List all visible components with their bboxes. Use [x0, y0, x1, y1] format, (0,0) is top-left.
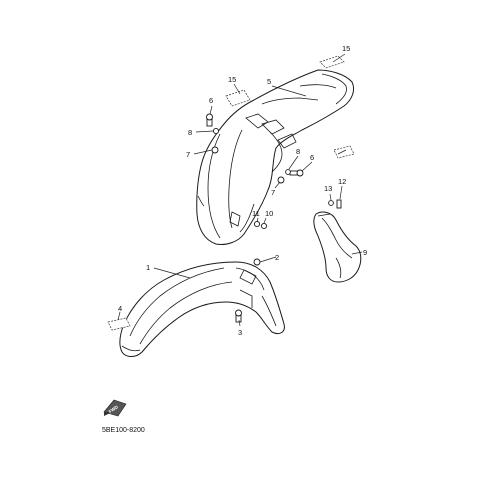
bolt-2: [253, 258, 261, 266]
mud-flap: [313, 211, 362, 283]
callout-13: 13: [324, 184, 332, 193]
leader-lines: [117, 53, 363, 327]
nut-7-left: [211, 146, 219, 154]
callout-4: 4: [118, 304, 122, 313]
nut-7-right: [277, 176, 285, 184]
fwd-badge-text: FWD: [108, 404, 120, 414]
bolt-10: [260, 222, 268, 230]
callout-2: 2: [275, 253, 279, 262]
callout-8-left: 8: [188, 128, 192, 137]
callout-6-left: 6: [209, 96, 213, 105]
bolt-11: [253, 220, 261, 228]
callout-9: 9: [363, 248, 367, 257]
drawing-code: 5BE100-8200: [102, 427, 145, 434]
callout-11: 11: [252, 209, 260, 218]
callout-labels: 15 5 15 6 8 7 8 6 7 12 13 11 10 9 2 1 3 …: [118, 44, 367, 337]
decal-14: [319, 55, 345, 69]
callout-7-left: 7: [186, 150, 190, 159]
callout-3: 3: [238, 328, 242, 337]
callout-5: 5: [267, 77, 271, 86]
callout-10: 10: [265, 209, 273, 218]
callout-8-right: 8: [296, 147, 300, 156]
nut-8-left: [212, 127, 220, 135]
front-fender: [119, 261, 285, 357]
decal-15-right: [333, 145, 355, 159]
bolt-3: [235, 309, 242, 323]
callout-7-right: 7: [271, 188, 275, 197]
nut-8-right: [285, 169, 291, 175]
rear-fender: [196, 69, 355, 245]
callout-14: 15: [342, 44, 350, 53]
callout-6-right: 6: [310, 153, 314, 162]
callout-1: 1: [146, 263, 150, 272]
callout-12: 12: [338, 177, 346, 186]
callout-15-left: 15: [228, 75, 236, 84]
bolt-6-left: [206, 113, 213, 127]
decal-15-left: [225, 89, 251, 107]
washer-13: [328, 200, 334, 206]
fwd-badge: FWD: [103, 399, 127, 417]
decal-4: [107, 317, 131, 331]
bolt-12: [336, 199, 342, 209]
bolt-6-right: [289, 169, 304, 177]
